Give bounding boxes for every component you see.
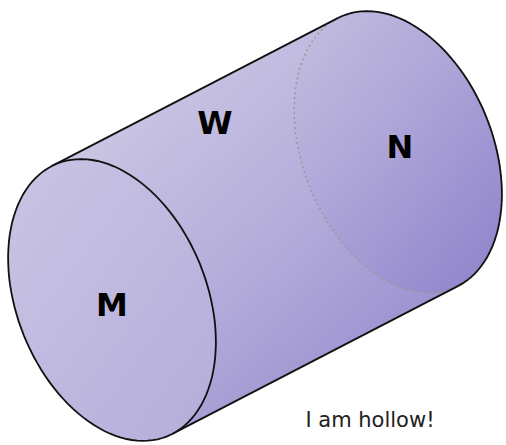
face-label: M [96, 289, 128, 321]
face-label: N [387, 131, 414, 163]
back-face [294, 11, 502, 293]
hidden-edge [294, 11, 502, 293]
back-rim [338, 11, 502, 286]
front-face [8, 159, 216, 441]
note-text: I am hollow! [305, 410, 434, 431]
side-label: W [197, 107, 232, 139]
